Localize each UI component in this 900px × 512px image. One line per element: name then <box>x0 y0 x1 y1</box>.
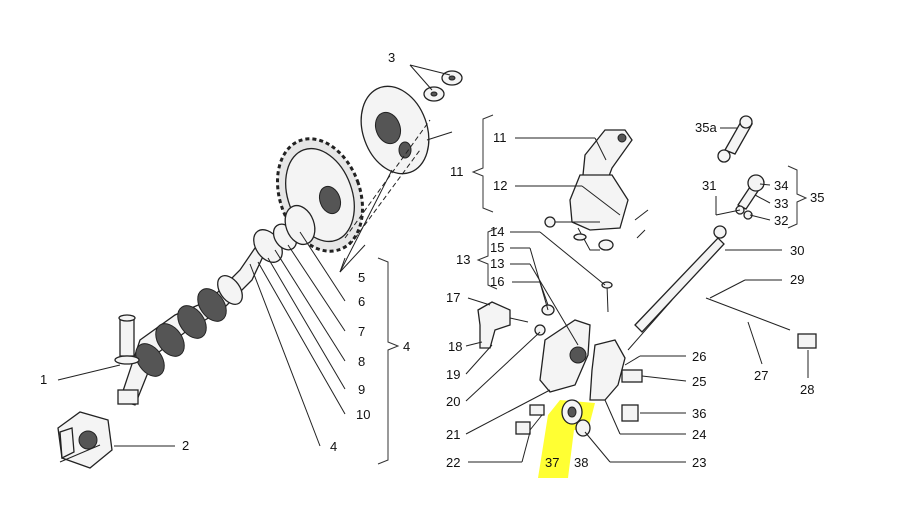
callout-14: 14 <box>490 224 504 239</box>
callout-27: 27 <box>754 368 768 383</box>
callout-37: 37 <box>545 455 559 470</box>
callout-23: 23 <box>692 455 706 470</box>
callout-21: 21 <box>446 427 460 442</box>
callout-32: 32 <box>774 213 788 228</box>
callout-6: 6 <box>358 294 365 309</box>
callout-13: 13 <box>490 256 504 271</box>
highlight-37-38 <box>538 400 595 478</box>
callout-9: 9 <box>358 382 365 397</box>
callout-36: 36 <box>692 406 706 421</box>
callout-18: 18 <box>448 339 462 354</box>
linkage-drawing <box>477 115 817 437</box>
callout-7: 7 <box>358 324 365 339</box>
callout-22: 22 <box>446 455 460 470</box>
callout-17: 17 <box>446 290 460 305</box>
callout-35a: 35a <box>695 120 717 135</box>
leader-lines <box>57 64 809 465</box>
timing-gear-drawing <box>275 137 365 253</box>
callout-35: 35 <box>810 190 824 205</box>
callout-1: 1 <box>40 372 47 387</box>
callout-28: 28 <box>800 382 814 397</box>
callout-26: 26 <box>692 349 706 364</box>
callout-4: 4 <box>330 439 337 454</box>
callout-10: 10 <box>356 407 370 422</box>
callout-2: 2 <box>182 438 189 453</box>
callouts: 1 2 3 4 4 5 6 7 8 9 10 11 11 12 13 14 15… <box>40 50 824 470</box>
callout-33: 33 <box>774 196 788 211</box>
callout-31: 31 <box>702 178 716 193</box>
callout-16: 16 <box>490 274 504 289</box>
callout-24: 24 <box>692 427 706 442</box>
callout-5: 5 <box>358 270 365 285</box>
callout-11-bracket: 11 <box>450 164 464 179</box>
callout-30: 30 <box>790 243 804 258</box>
callout-4-bracket: 4 <box>403 339 410 354</box>
callout-3: 3 <box>388 50 395 65</box>
callout-29: 29 <box>790 272 804 287</box>
callout-8: 8 <box>358 354 365 369</box>
callout-12: 12 <box>493 178 507 193</box>
callout-34: 34 <box>774 178 788 193</box>
callout-13-bracket: 13 <box>456 252 470 267</box>
camshaft-drawing <box>57 223 298 469</box>
callout-20: 20 <box>446 394 460 409</box>
callout-38: 38 <box>574 455 588 470</box>
callout-15: 15 <box>490 240 504 255</box>
governor-disc-drawing <box>344 70 463 246</box>
callout-25: 25 <box>692 374 706 389</box>
callout-11: 11 <box>493 130 507 145</box>
callout-19: 19 <box>446 367 460 382</box>
